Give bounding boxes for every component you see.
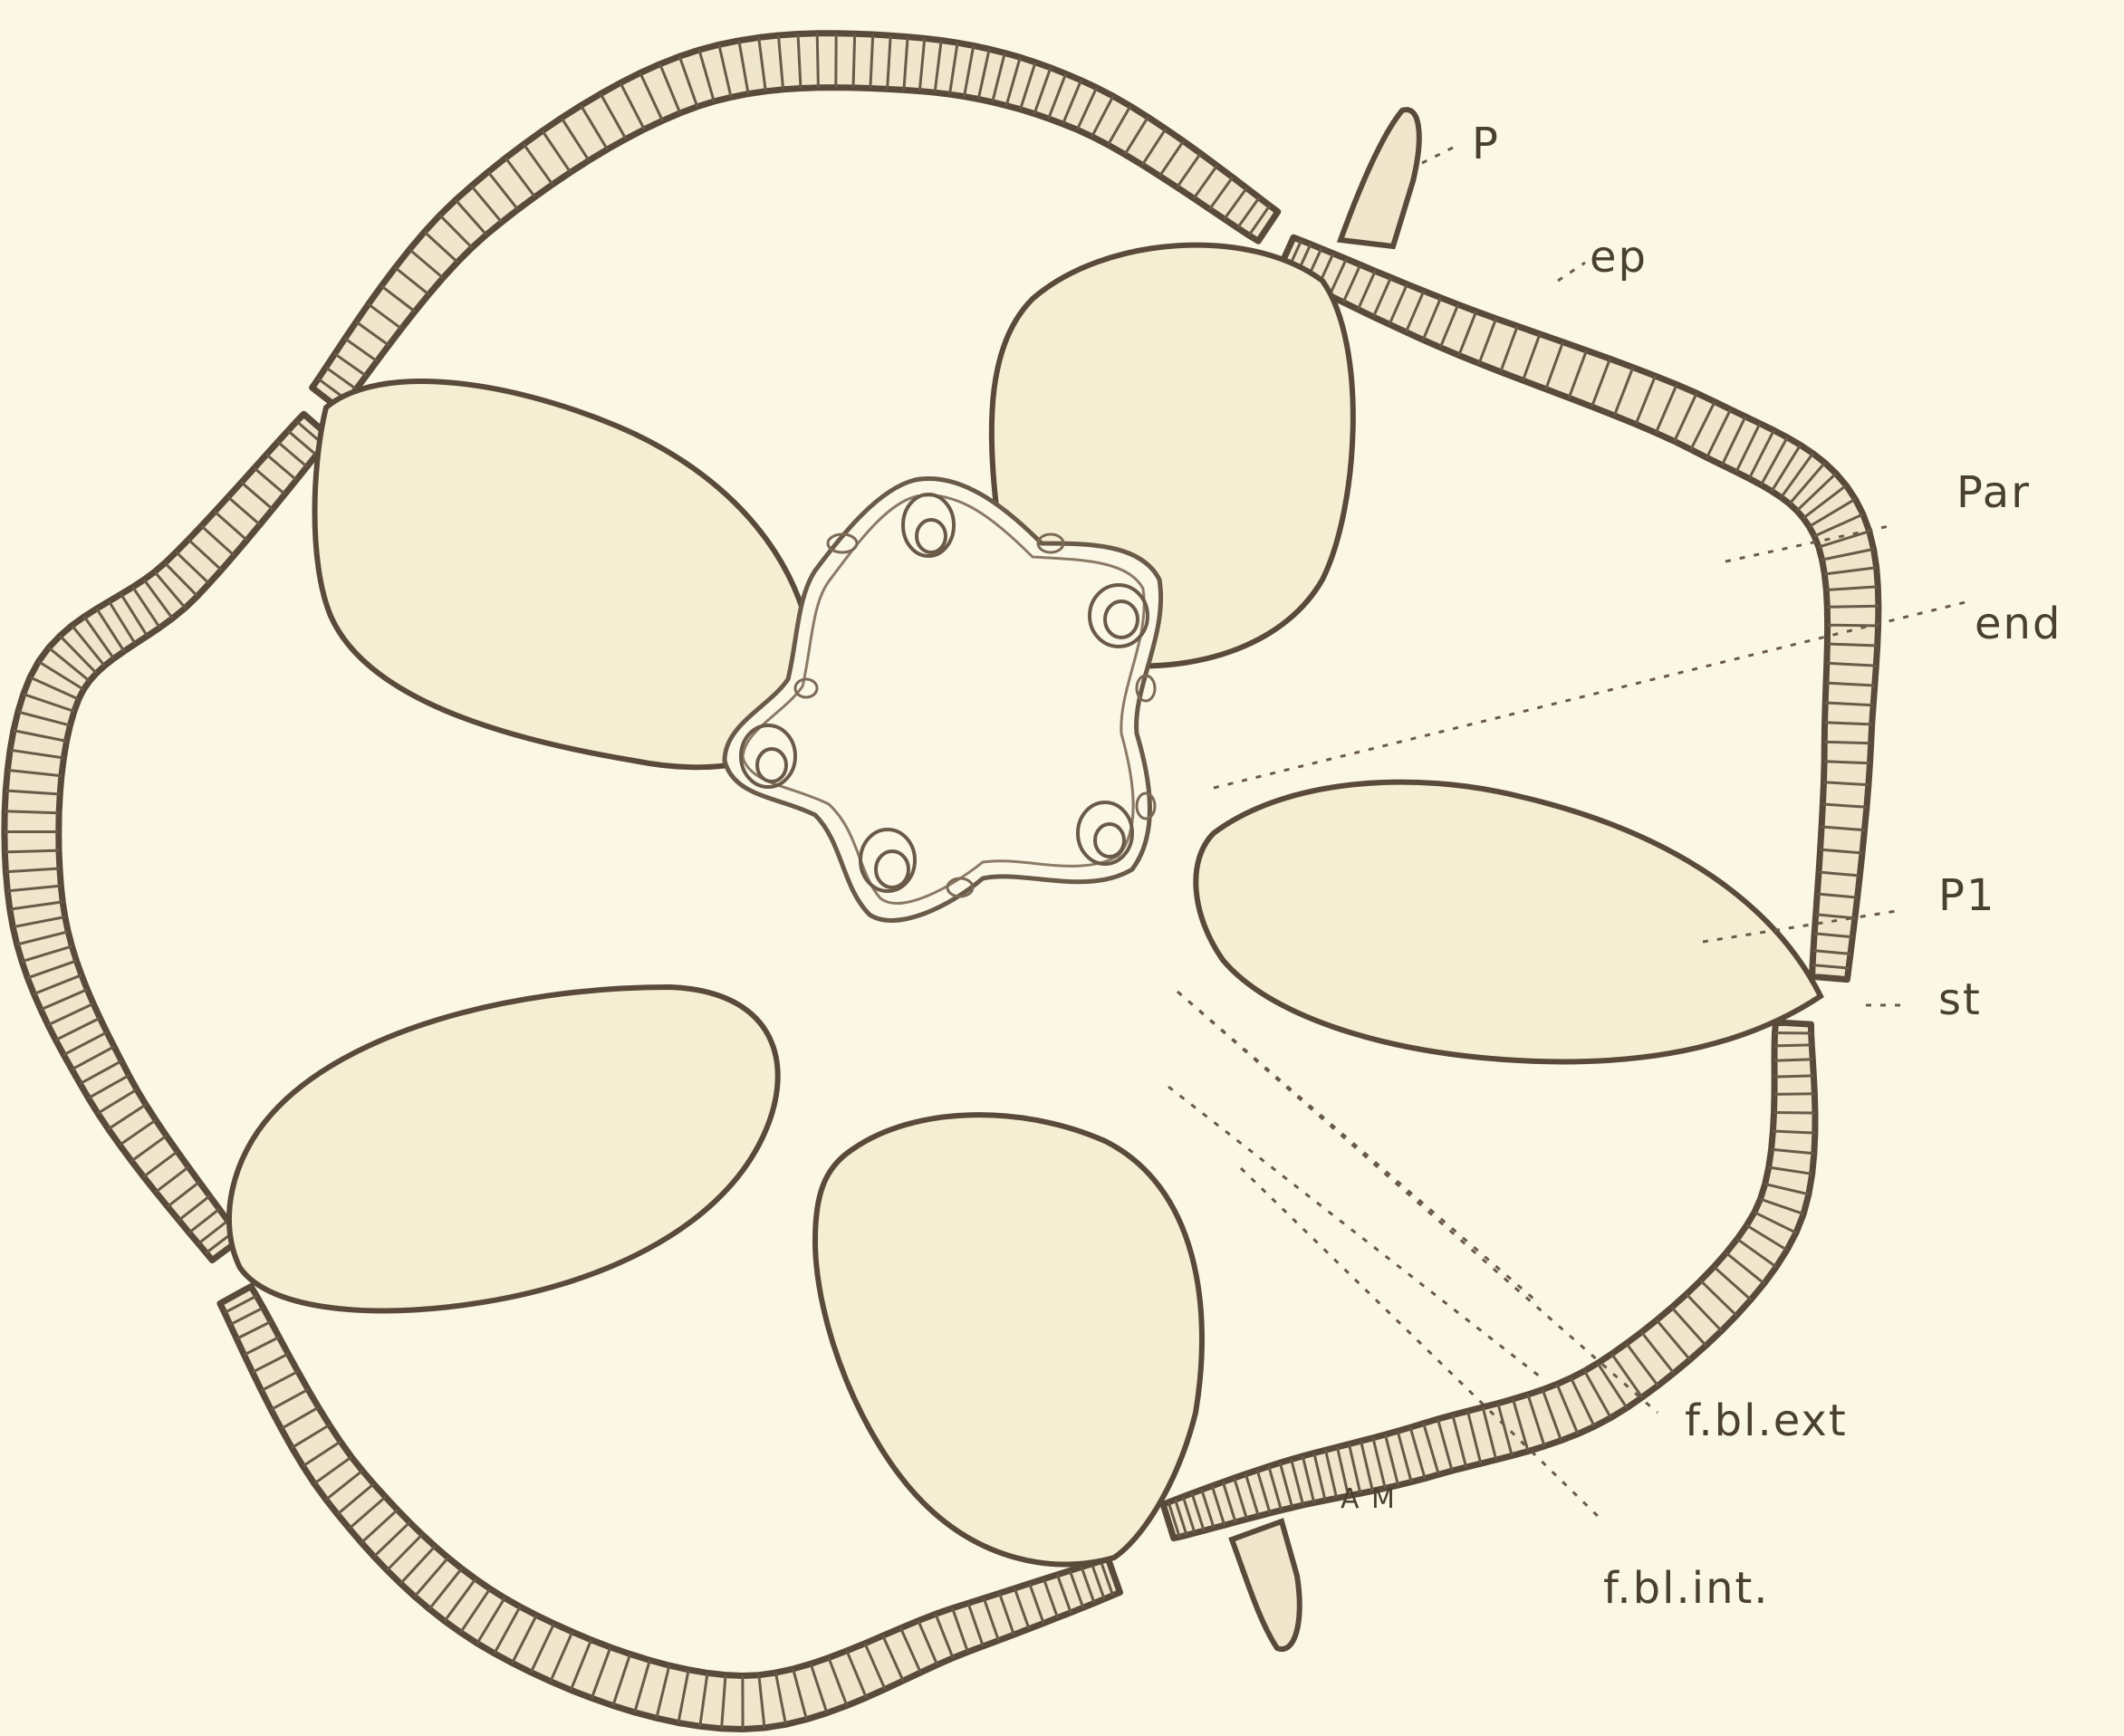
label-p1: P1 — [1938, 870, 1995, 921]
label-end: end — [1975, 599, 2062, 649]
wall-cell-division — [1825, 723, 1872, 724]
wall-cell-division — [1775, 1033, 1812, 1034]
wall-cell-division — [817, 34, 818, 88]
wall-cell-division — [1824, 742, 1870, 743]
wall-cell-division — [1828, 625, 1879, 626]
wall-cell-division — [5, 850, 59, 852]
wall-cell-division — [1827, 644, 1877, 646]
wall-cell-division — [1774, 1045, 1812, 1046]
wall-cell-division — [1773, 1131, 1815, 1133]
wall-cell-division — [1824, 762, 1869, 763]
wall-cell-division — [1774, 1076, 1813, 1077]
wall-cell-division — [1774, 1094, 1814, 1095]
label-fbl-ext: f.bl.ext — [1685, 1396, 1848, 1446]
label-p: P — [1472, 119, 1500, 169]
wall-cell-division — [1774, 1113, 1816, 1114]
label-ep: ep — [1590, 232, 1648, 283]
label-st: st — [1938, 974, 1982, 1025]
label-par: Par — [1956, 467, 2031, 518]
wall-cell-division — [853, 34, 855, 88]
wall-cell-division — [1827, 606, 1879, 607]
label-fbl-int: f.bl.int. — [1603, 1563, 1770, 1614]
wall-cell-division — [5, 811, 59, 813]
label-am: A M — [1341, 1483, 1397, 1515]
